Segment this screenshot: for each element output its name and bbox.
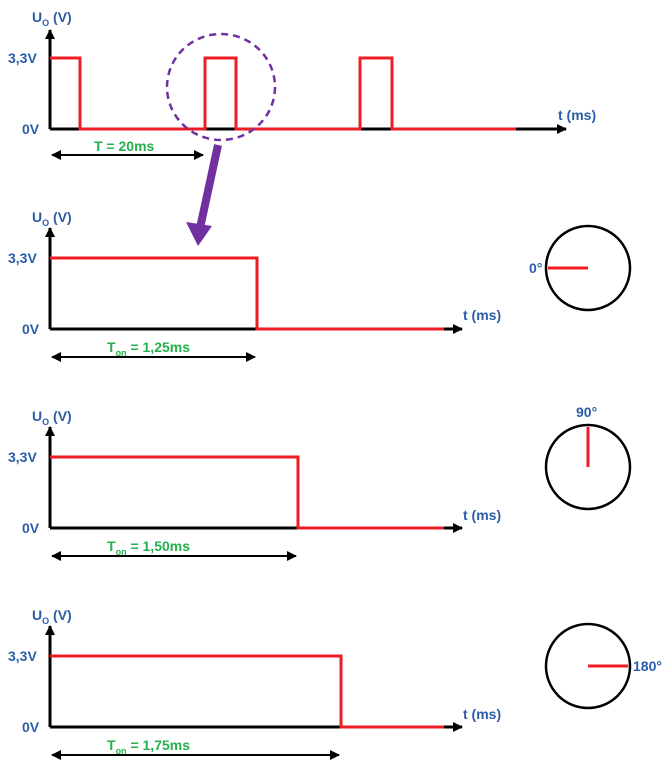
panel-ton-150: UO (V) 3,3V 0V t (ms) Ton = 1,50ms 90°	[8, 404, 632, 561]
servo-dial	[544, 423, 632, 511]
y-axis-label: UO (V)	[32, 607, 72, 626]
ton-label: Ton = 1,50ms	[107, 538, 190, 557]
pwm-pulse	[50, 455, 444, 530]
y-zero-label: 0V	[22, 121, 40, 137]
y-high-label: 3,3V	[8, 648, 37, 664]
servo-dial	[544, 224, 632, 312]
zoom-circle	[165, 32, 277, 142]
y-high-label: 3,3V	[8, 449, 37, 465]
y-zero-label: 0V	[22, 520, 40, 536]
pwm-pulse	[50, 654, 444, 729]
pwm-signal	[50, 56, 516, 131]
x-axis-label: t (ms)	[463, 507, 501, 523]
x-axis-label: t (ms)	[463, 307, 501, 323]
y-high-label: 3,3V	[8, 50, 37, 66]
panel-ton-125: UO (V) 3,3V 0V t (ms) Ton = 1,25ms 0°	[8, 209, 632, 362]
servo-angle-label: 0°	[529, 260, 542, 276]
x-axis-label: t (ms)	[558, 107, 596, 123]
y-zero-label: 0V	[22, 719, 40, 735]
x-axis-label: t (ms)	[463, 706, 501, 722]
servo-dial	[544, 622, 632, 710]
y-axis-label: UO (V)	[32, 209, 72, 228]
panel-period: UO (V) 3,3V 0V t (ms) T = 20ms	[8, 9, 596, 246]
servo-angle-label: 90°	[576, 404, 597, 420]
servo-angle-label: 180°	[633, 658, 662, 674]
y-high-label: 3,3V	[8, 250, 37, 266]
panel-ton-175: UO (V) 3,3V 0V t (ms) Ton = 1,75ms 180°	[8, 607, 662, 760]
y-axis-label: UO (V)	[32, 9, 72, 28]
zoom-arrow	[186, 144, 222, 246]
period-label: T = 20ms	[94, 138, 155, 154]
y-zero-label: 0V	[22, 321, 40, 337]
ton-label: Ton = 1,25ms	[107, 339, 190, 358]
y-axis-label: UO (V)	[32, 408, 72, 427]
ton-label: Ton = 1,75ms	[107, 737, 190, 756]
pwm-pulse	[50, 256, 444, 331]
